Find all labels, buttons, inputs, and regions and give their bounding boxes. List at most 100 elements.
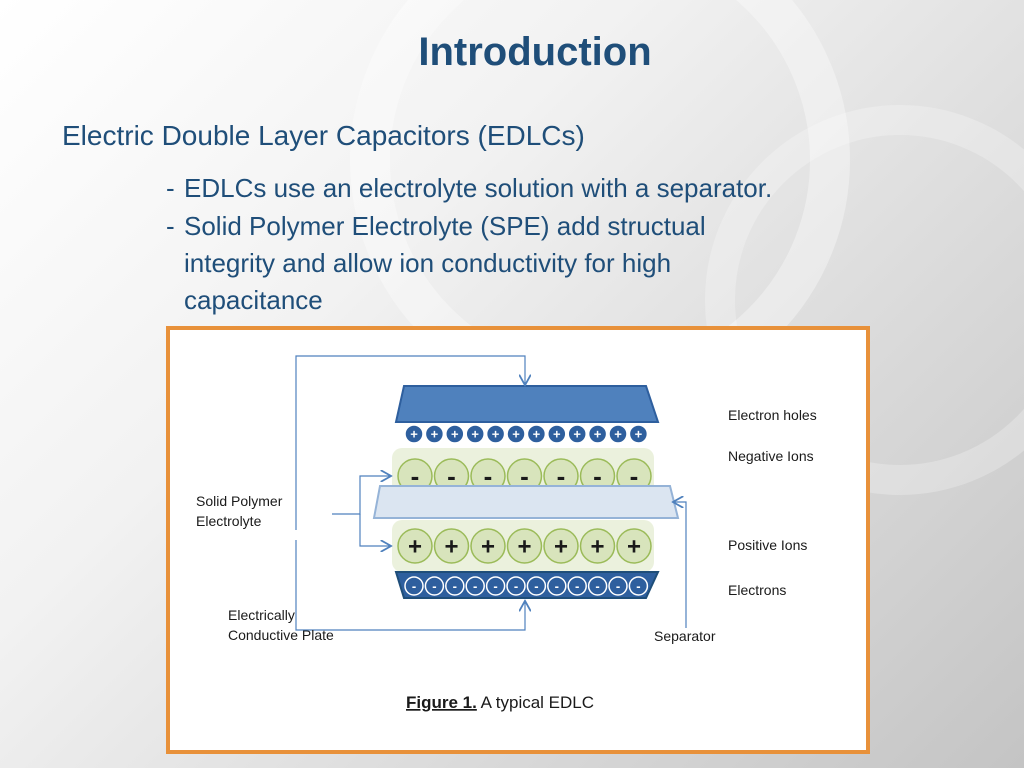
electron-circle (547, 576, 567, 596)
label-plate-line2: Conductive Plate (228, 627, 334, 643)
electron-sign: - (534, 579, 538, 594)
electron-hole-circle (445, 424, 465, 444)
electron-sign: - (555, 579, 559, 594)
electrons-row: ------------ (404, 576, 649, 596)
bullet-continuation: integrity and allow ion conductivity for… (184, 248, 672, 278)
section-heading: Electric Double Layer Capacitors (EDLCs) (62, 120, 585, 151)
electron-hole-sign: + (512, 427, 520, 442)
electron-hole-sign: + (594, 427, 602, 442)
wire-bottom-arrow (295, 540, 525, 631)
electron-circle (404, 576, 424, 596)
spe-arrow-lower (359, 514, 390, 546)
figure-caption: Figure 1. A typical EDLC (406, 693, 594, 712)
caption-label: Figure 1. (406, 693, 477, 712)
electron-circle (628, 576, 649, 596)
label-positive-ions: Positive Ions (728, 537, 807, 553)
electron-circle (608, 576, 628, 596)
caption-text: A typical EDLC (477, 693, 594, 712)
label-electron-holes: Electron holes (728, 407, 817, 423)
electron-sign: - (595, 579, 599, 594)
top-conductive-plate (394, 385, 660, 423)
positive-ion-circle (433, 528, 470, 564)
label-electrons: Electrons (728, 582, 786, 598)
electron-circle (506, 576, 526, 596)
electron-sign: - (412, 579, 416, 594)
positive-ion-circle (397, 528, 433, 564)
bullet-item: -Solid Polymer Electrolyte (SPE) add str… (166, 208, 926, 319)
positive-ion-circle (616, 528, 652, 564)
bullet-dash: - (166, 173, 175, 203)
positive-ions-row: + + + + + + + (397, 528, 652, 564)
electron-hole-sign: + (614, 427, 622, 442)
electron-hole-circle (608, 424, 628, 444)
electron-sign: - (473, 579, 477, 594)
electron-hole-circle (587, 424, 608, 444)
electron-sign: - (432, 579, 436, 594)
electron-hole-sign: + (573, 427, 581, 442)
electron-hole-circle (485, 424, 506, 444)
electron-hole-sign: + (553, 427, 561, 442)
edlc-diagram: ++++++++++++ ------- +++++++ -----------… (196, 355, 817, 712)
spe-arrow-upper (332, 476, 390, 515)
electron-circle (424, 576, 445, 596)
negative-ion-sign: - (447, 461, 456, 491)
negative-ion-sign: - (593, 461, 602, 491)
electron-hole-circle (628, 424, 649, 444)
electron-circle (485, 576, 506, 596)
electron-hole-sign: + (533, 427, 541, 442)
positive-ion-sign: + (627, 533, 641, 560)
electron-circle (587, 576, 608, 596)
page-title: Introduction (418, 30, 652, 74)
figure-frame: ++++++++++++ ------- +++++++ -----------… (166, 326, 870, 754)
positive-ion-sign: + (481, 533, 495, 560)
electron-hole-circle (465, 424, 485, 444)
label-separator: Separator (654, 628, 716, 644)
electron-hole-sign: + (635, 427, 643, 442)
negative-ion-sign: - (520, 461, 529, 491)
negative-ion-sign: - (557, 461, 566, 491)
electron-circle (445, 576, 465, 596)
negative-ion-sign: - (630, 461, 639, 491)
electron-hole-circle (547, 424, 567, 444)
bullet-dash: - (166, 211, 175, 241)
electron-sign: - (453, 579, 457, 594)
positive-ion-sign: + (517, 533, 531, 560)
electron-hole-circle (404, 424, 424, 444)
label-spe-line1: Solid Polymer (196, 493, 283, 509)
electron-circle (465, 576, 485, 596)
electron-hole-circle (526, 424, 547, 444)
electron-sign: - (493, 579, 497, 594)
electron-sign: - (616, 579, 620, 594)
electron-hole-sign: + (431, 427, 439, 442)
bullet-item: -EDLCs use an electrolyte solution with … (166, 170, 926, 207)
negative-ion-sign: - (484, 461, 493, 491)
electron-sign: - (514, 579, 518, 594)
negative-ion-sign: - (411, 461, 420, 491)
electron-hole-sign: + (471, 427, 479, 442)
positive-ion-sign: + (590, 533, 604, 560)
positive-ion-sign: + (444, 533, 458, 560)
positive-ion-sign: + (408, 533, 422, 560)
positive-ion-circle (543, 528, 579, 564)
electron-holes-row: + + + + + + + + + + + + (404, 424, 649, 444)
electron-circle (526, 576, 547, 596)
label-plate-line1: Electrically (228, 607, 295, 623)
label-spe-line2: Electrolyte (196, 513, 262, 529)
positive-ion-circle (579, 528, 616, 564)
positive-ion-circle (506, 528, 543, 564)
electron-sign: - (636, 579, 640, 594)
electron-hole-sign: + (410, 427, 418, 442)
electron-hole-sign: + (451, 427, 459, 442)
positive-ion-circle (470, 528, 506, 564)
separator-arrow (674, 502, 687, 628)
separator-membrane (372, 485, 680, 519)
electron-hole-sign: + (492, 427, 500, 442)
bullet-text: EDLCs use an electrolyte solution with a… (184, 173, 773, 203)
electron-hole-circle (506, 424, 526, 444)
wire-top-arrow (295, 355, 525, 530)
positive-ion-sign: + (554, 533, 568, 560)
label-negative-ions: Negative Ions (728, 448, 814, 464)
electron-hole-circle (567, 424, 587, 444)
electron-hole-circle (424, 424, 445, 444)
bullet-text: Solid Polymer Electrolyte (SPE) add stru… (184, 211, 706, 241)
